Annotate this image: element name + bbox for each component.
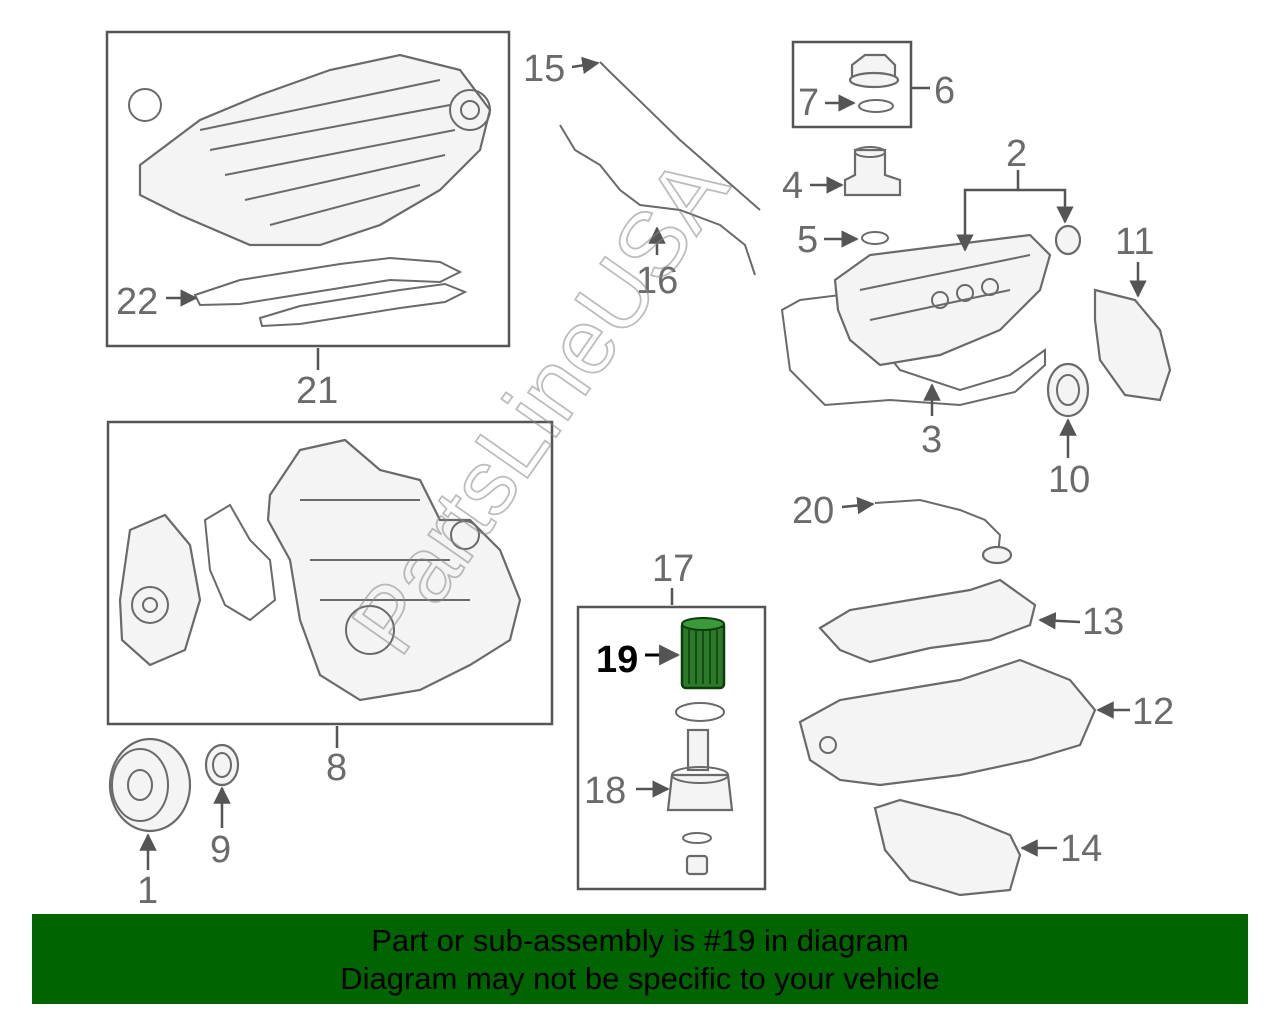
water-pump-part[interactable] — [118, 513, 202, 667]
rear-main-seal-part[interactable] — [1046, 362, 1090, 418]
oil-filter-o-ring-part[interactable] — [675, 702, 725, 722]
valve-cover-seal-part[interactable] — [1054, 224, 1082, 256]
callout-8: 8 — [326, 747, 347, 789]
leader-arrows — [139, 56, 1147, 870]
front-seal-part[interactable] — [204, 743, 240, 787]
oil-baffle-part[interactable] — [818, 578, 1037, 664]
callout-22: 22 — [116, 281, 158, 323]
intake-manifold-box — [105, 30, 511, 348]
timing-chain-cover-part[interactable] — [266, 438, 522, 702]
callout-12: 12 — [1132, 691, 1174, 733]
callout-17: 17 — [652, 548, 694, 590]
callout-13: 13 — [1082, 601, 1124, 643]
callout-2: 2 — [1006, 133, 1027, 175]
dipstick-part[interactable] — [599, 61, 761, 211]
water-pump-gasket-part[interactable] — [203, 503, 277, 622]
oil-filter-assembly-box — [576, 605, 767, 891]
oil-filter-element-part[interactable] — [680, 617, 726, 690]
crank-pulley-part[interactable] — [108, 737, 192, 833]
callout-15: 15 — [523, 48, 565, 90]
watermark-text: PartsLineUSA — [333, 139, 748, 671]
valve-cover-part[interactable] — [833, 233, 1052, 367]
upper-oil-pan-part[interactable] — [798, 658, 1097, 787]
oil-cap-box — [791, 40, 913, 129]
callout-6: 6 — [934, 70, 955, 112]
callout-9: 9 — [210, 829, 231, 871]
banner-line-2: Diagram may not be specific to your vehi… — [340, 961, 940, 996]
callout-21: 21 — [296, 370, 338, 412]
timing-cover-box — [106, 420, 554, 726]
callout-10: 10 — [1048, 459, 1090, 501]
callout-1: 1 — [137, 870, 158, 912]
oil-cap-gasket-part[interactable] — [858, 99, 894, 113]
callout-16: 16 — [636, 260, 678, 302]
oil-filler-neck-part[interactable] — [843, 146, 902, 197]
oil-pickup-tube-part[interactable] — [874, 498, 1013, 565]
callout-11: 11 — [1115, 221, 1154, 263]
rear-cover-part[interactable] — [1093, 288, 1172, 402]
callout-18: 18 — [584, 770, 626, 812]
callout-14: 14 — [1060, 828, 1102, 870]
callout-19: 19 — [596, 639, 638, 681]
callout-4: 4 — [782, 165, 803, 207]
intake-manifold-part[interactable] — [128, 53, 492, 247]
lower-oil-pan-part[interactable] — [873, 798, 1022, 897]
dipstick-tube-part[interactable] — [559, 124, 756, 276]
oil-filler-cap-part[interactable] — [848, 53, 900, 89]
oil-filter-housing-part[interactable] — [666, 728, 734, 812]
drain-plug-part[interactable] — [685, 854, 709, 876]
intake-gasket-part[interactable] — [193, 256, 468, 328]
housing-o-ring-part[interactable] — [682, 832, 712, 844]
callout-7: 7 — [798, 82, 819, 124]
callout-3: 3 — [921, 419, 942, 461]
banner-line-1: Part or sub-assembly is #19 in diagram — [371, 923, 909, 958]
filler-neck-gasket-part[interactable] — [861, 231, 889, 245]
callout-5: 5 — [797, 219, 818, 261]
callout-20: 20 — [792, 490, 834, 532]
info-banner: Part or sub-assembly is #19 in diagram D… — [32, 914, 1248, 1004]
